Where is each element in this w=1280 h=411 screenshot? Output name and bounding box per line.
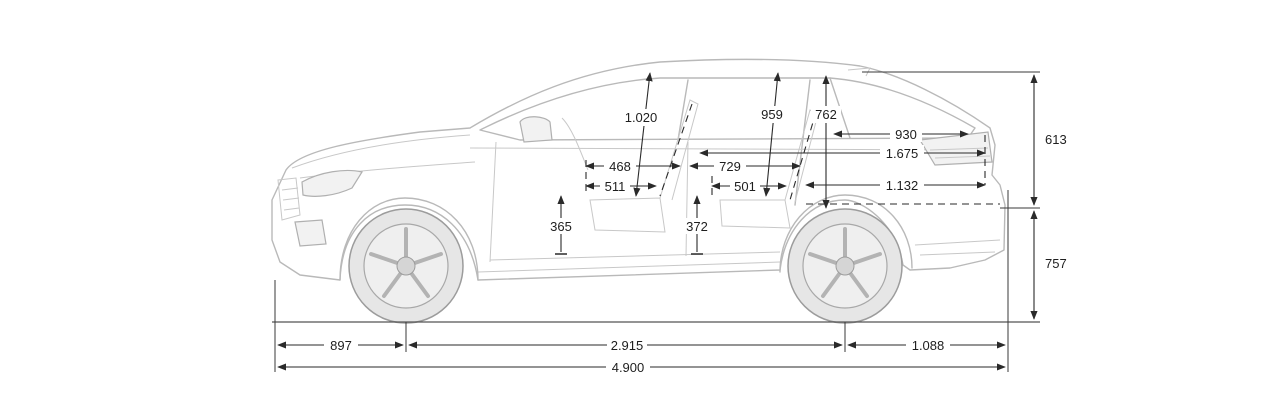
headlight: [301, 169, 363, 197]
label-overall-length: 4.900: [612, 360, 645, 375]
front-grille: [277, 177, 301, 221]
car-silhouette: [271, 58, 1040, 324]
side-mirror: [519, 116, 553, 143]
rear-headroom-line: [763, 72, 781, 197]
label-rear-seat-height: 372: [686, 219, 708, 234]
body-outline: [271, 58, 1006, 281]
dimension-labels: 897 2.915 1.088 4.900 613 757 1.020 959 …: [324, 106, 1067, 375]
label-rear-seat-depth: 501: [734, 179, 756, 194]
label-rear-legroom: 729: [719, 159, 741, 174]
label-front-overhang: 897: [330, 338, 352, 353]
label-front-seat-depth: 511: [605, 179, 626, 194]
rear-wheel: [787, 208, 903, 324]
label-upper-height: 613: [1045, 132, 1067, 147]
front-wheel: [348, 208, 464, 324]
label-front-seat-height: 365: [550, 219, 572, 234]
label-load-length: 1.675: [886, 146, 919, 161]
label-lower-height: 757: [1045, 256, 1067, 271]
front-headroom-line: [633, 72, 653, 197]
label-front-headroom: 1.020: [625, 110, 658, 125]
label-front-legroom: 468: [609, 159, 631, 174]
label-boot-floor: 1.132: [886, 178, 919, 193]
label-rear-headroom: 959: [761, 107, 783, 122]
label-rear-door-height: 762: [815, 107, 837, 122]
front-seat: [589, 99, 699, 233]
label-wheelbase: 2.915: [611, 338, 644, 353]
label-boot-upper: 930: [895, 127, 917, 142]
dimension-annotations: [274, 71, 1040, 372]
label-rear-overhang: 1.088: [912, 338, 945, 353]
